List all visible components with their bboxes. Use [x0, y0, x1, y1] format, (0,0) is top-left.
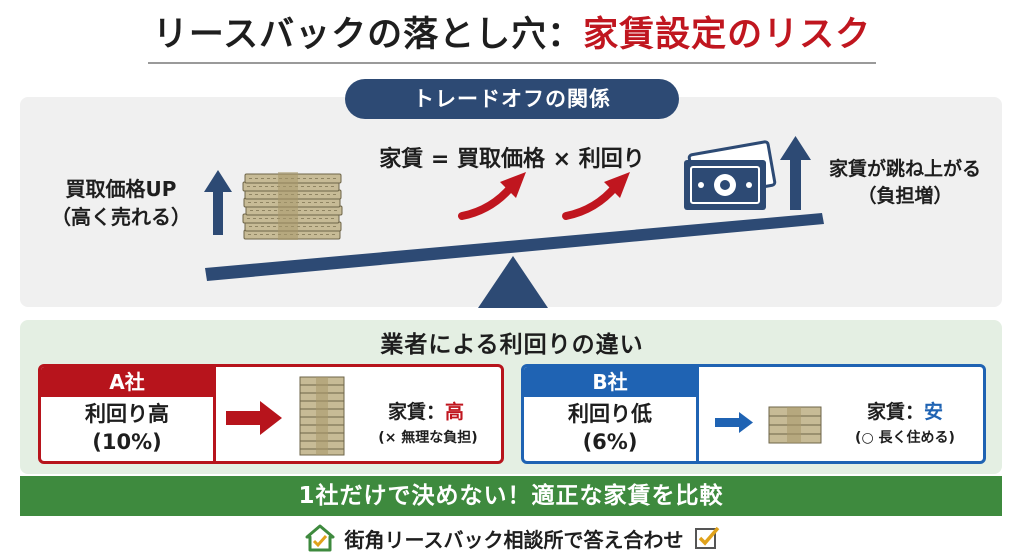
footer: 街角リースバック相談所で答え合わせ: [0, 522, 1024, 554]
seesaw-beam: [205, 213, 824, 281]
page-title: リースバックの落とし穴：家賃設定のリスク: [0, 6, 1024, 57]
company-b-rent-level: 安: [924, 401, 944, 423]
company-a-yield-value: (10%): [92, 430, 162, 454]
advice-banner: 1社だけで決めない！適正な家賃を比較: [20, 476, 1002, 516]
company-b-graphic: [715, 406, 822, 444]
rent-up-line2: （負担増）: [857, 185, 953, 207]
company-a-yield: 利回り高 (10%): [41, 400, 213, 456]
company-a-rent-level: 高: [445, 401, 465, 423]
company-a-rent-prefix: 家賃：: [387, 401, 445, 423]
checkbox-icon: [694, 526, 719, 549]
rent-formula: 家賃 = 買取価格 × 利回り: [379, 147, 645, 172]
up-arrow-icon: [780, 136, 811, 210]
company-b-card: B社 利回り低 (6%) 家賃：安 (○ 長く住める): [521, 364, 986, 464]
price-up-label: 買取価格UP （高く売れる）: [46, 175, 196, 231]
company-a-graphic: [226, 376, 345, 456]
title-rule: [148, 62, 876, 64]
banknote-icon: [684, 140, 777, 210]
company-a-card: A社 利回り高 (10%) 家賃：高 (× 無理な負担): [38, 364, 504, 464]
card-divider: [696, 367, 699, 461]
curved-arrow-icon: [562, 172, 630, 220]
right-arrow-icon: [226, 401, 282, 435]
right-arrow-icon: [715, 412, 753, 433]
money-stack-icon: [299, 376, 345, 456]
card-divider: [213, 367, 216, 461]
company-a-rent: 家賃：高: [351, 397, 501, 424]
rent-up-label: 家賃が跳ね上がる （負担増）: [810, 156, 1000, 210]
company-b-rent-note: (○ 長く住める): [855, 430, 955, 446]
company-a-rent-note: (× 無理な負担): [378, 430, 478, 446]
up-arrow-icon: [204, 170, 232, 235]
title-main: リースバックの落とし穴：: [152, 15, 584, 55]
company-b-yield: 利回り低 (6%): [524, 400, 696, 456]
company-b-name: B社: [524, 367, 696, 397]
title-accent: 家賃設定のリスク: [583, 15, 872, 55]
comparison-heading: 業者による利回りの違い: [380, 332, 644, 358]
company-a-yield-label: 利回り高: [85, 402, 169, 426]
company-b-yield-label: 利回り低: [568, 402, 652, 426]
price-up-line1: 買取価格UP: [65, 177, 177, 201]
money-stack-icon: [768, 406, 822, 444]
tradeoff-heading: トレードオフの関係: [345, 79, 679, 119]
curved-arrow-icon: [458, 172, 526, 220]
company-b-rent: 家賃：安: [830, 397, 980, 424]
price-up-line2: （高く売れる）: [51, 205, 191, 229]
company-b-yield-value: (6%): [582, 430, 638, 454]
company-a-name: A社: [41, 367, 213, 397]
company-b-rent-prefix: 家賃：: [866, 401, 924, 423]
footer-text: 街角リースバック相談所で答え合わせ: [344, 527, 684, 552]
seesaw-fulcrum: [478, 256, 548, 308]
rent-up-line1: 家賃が跳ね上がる: [828, 158, 981, 180]
house-icon: [305, 524, 334, 552]
money-stack-icon: [242, 172, 343, 240]
